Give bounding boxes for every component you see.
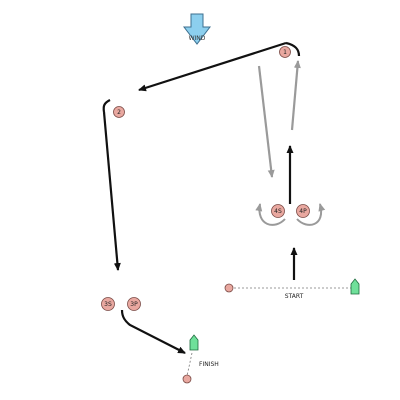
mark-4s: 4S [271,204,285,218]
finish-pin-mark [182,374,192,384]
start-label: START [285,293,304,300]
mark-3p: 3P [127,297,141,311]
rounding-arc-mark2 [102,99,111,113]
start-pin-mark [224,283,234,293]
mark-1-label: 1 [283,49,287,56]
leg-gate3-to-finish [120,309,186,354]
mark-4s-label: 4S [274,208,282,215]
mark-2-label: 2 [117,109,121,116]
mark-1: 1 [279,46,291,58]
mark-4p-label: 4P [299,208,307,215]
leg-gate-up-to-mark1 [290,60,301,131]
finish-line [186,352,193,377]
leg-mark1-to-mark2 [138,41,287,92]
mark-4p: 4P [296,204,310,218]
wind-indicator: WIND [182,13,212,45]
finish-label: FINISH [199,361,219,368]
mark-3s: 3S [101,297,115,311]
wind-arrow-icon [182,13,212,45]
start-buoy-icon [350,278,360,295]
rounding-arc-4s [255,203,286,226]
finish-buoy-icon [189,334,199,351]
rounding-arc-mark1 [285,41,301,57]
mark-3s-label: 3S [104,301,112,308]
mark-2: 2 [113,106,125,118]
rounding-arc-4p [296,203,326,226]
wind-label: WIND [189,35,206,42]
leg-mark2-to-gate3 [102,111,121,271]
mark-3p-label: 3P [130,301,138,308]
leg-mark1-down-to-gate [257,65,275,178]
